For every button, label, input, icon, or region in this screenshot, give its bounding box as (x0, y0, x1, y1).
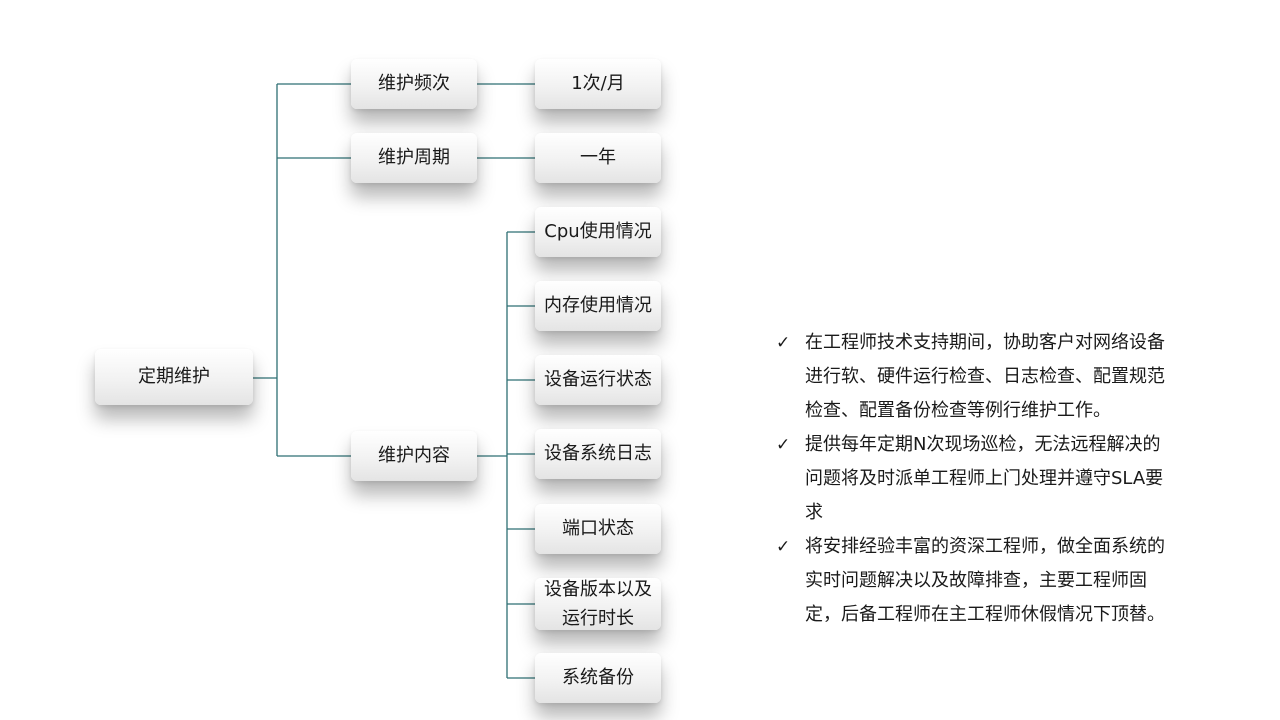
node-root: 定期维护 (95, 349, 253, 405)
leaf-port-status: 端口状态 (535, 504, 661, 554)
check-icon: ✓ (776, 435, 791, 455)
bullet-text: 提供每年定期N次现场巡检，无法远程解决的问题将及时派单工程师上门处理并遵守SLA… (805, 434, 1164, 523)
bullet-item: ✓ 提供每年定期N次现场巡检，无法远程解决的问题将及时派单工程师上门处理并遵守S… (776, 428, 1168, 530)
leaf-system-log: 设备系统日志 (535, 429, 661, 479)
node-frequency: 维护频次 (351, 59, 477, 109)
leaf-label: 内存使用情况 (544, 295, 652, 316)
leaf-system-backup: 系统备份 (535, 653, 661, 703)
bullet-text: 将安排经验丰富的资深工程师，做全面系统的实时问题解决以及故障排查，主要工程师固定… (805, 536, 1165, 625)
node-content-label: 维护内容 (378, 445, 450, 466)
leaf-label: 一年 (580, 147, 616, 168)
node-content: 维护内容 (351, 431, 477, 481)
leaf-version-uptime: 设备版本以及 运行时长 (535, 578, 661, 630)
node-root-label: 定期维护 (138, 366, 210, 387)
node-period-label: 维护周期 (378, 147, 450, 168)
node-period: 维护周期 (351, 133, 477, 183)
leaf-label: 设备版本以及 运行时长 (544, 579, 652, 629)
leaf-label: Cpu使用情况 (544, 221, 652, 242)
leaf-label: 设备系统日志 (544, 443, 652, 464)
leaf-label: 1次/月 (571, 73, 625, 94)
check-icon: ✓ (776, 537, 791, 557)
leaf-label: 端口状态 (562, 518, 634, 539)
leaf-label: 系统备份 (562, 667, 634, 688)
node-frequency-label: 维护频次 (378, 73, 450, 94)
leaf-label: 设备运行状态 (544, 369, 652, 390)
check-icon: ✓ (776, 333, 791, 353)
leaf-memory-usage: 内存使用情况 (535, 281, 661, 331)
bullet-item: ✓ 在工程师技术支持期间，协助客户对网络设备进行软、硬件运行检查、日志检查、配置… (776, 326, 1168, 428)
bullet-item: ✓ 将安排经验丰富的资深工程师，做全面系统的实时问题解决以及故障排查，主要工程师… (776, 530, 1168, 632)
leaf-device-status: 设备运行状态 (535, 355, 661, 405)
leaf-frequency-value: 1次/月 (535, 59, 661, 109)
leaf-period-value: 一年 (535, 133, 661, 183)
bullet-text: 在工程师技术支持期间，协助客户对网络设备进行软、硬件运行检查、日志检查、配置规范… (805, 332, 1165, 421)
bullet-list: ✓ 在工程师技术支持期间，协助客户对网络设备进行软、硬件运行检查、日志检查、配置… (776, 326, 1168, 632)
connector-content (477, 231, 535, 679)
connector-root (253, 83, 351, 457)
leaf-cpu-usage: Cpu使用情况 (535, 207, 661, 257)
